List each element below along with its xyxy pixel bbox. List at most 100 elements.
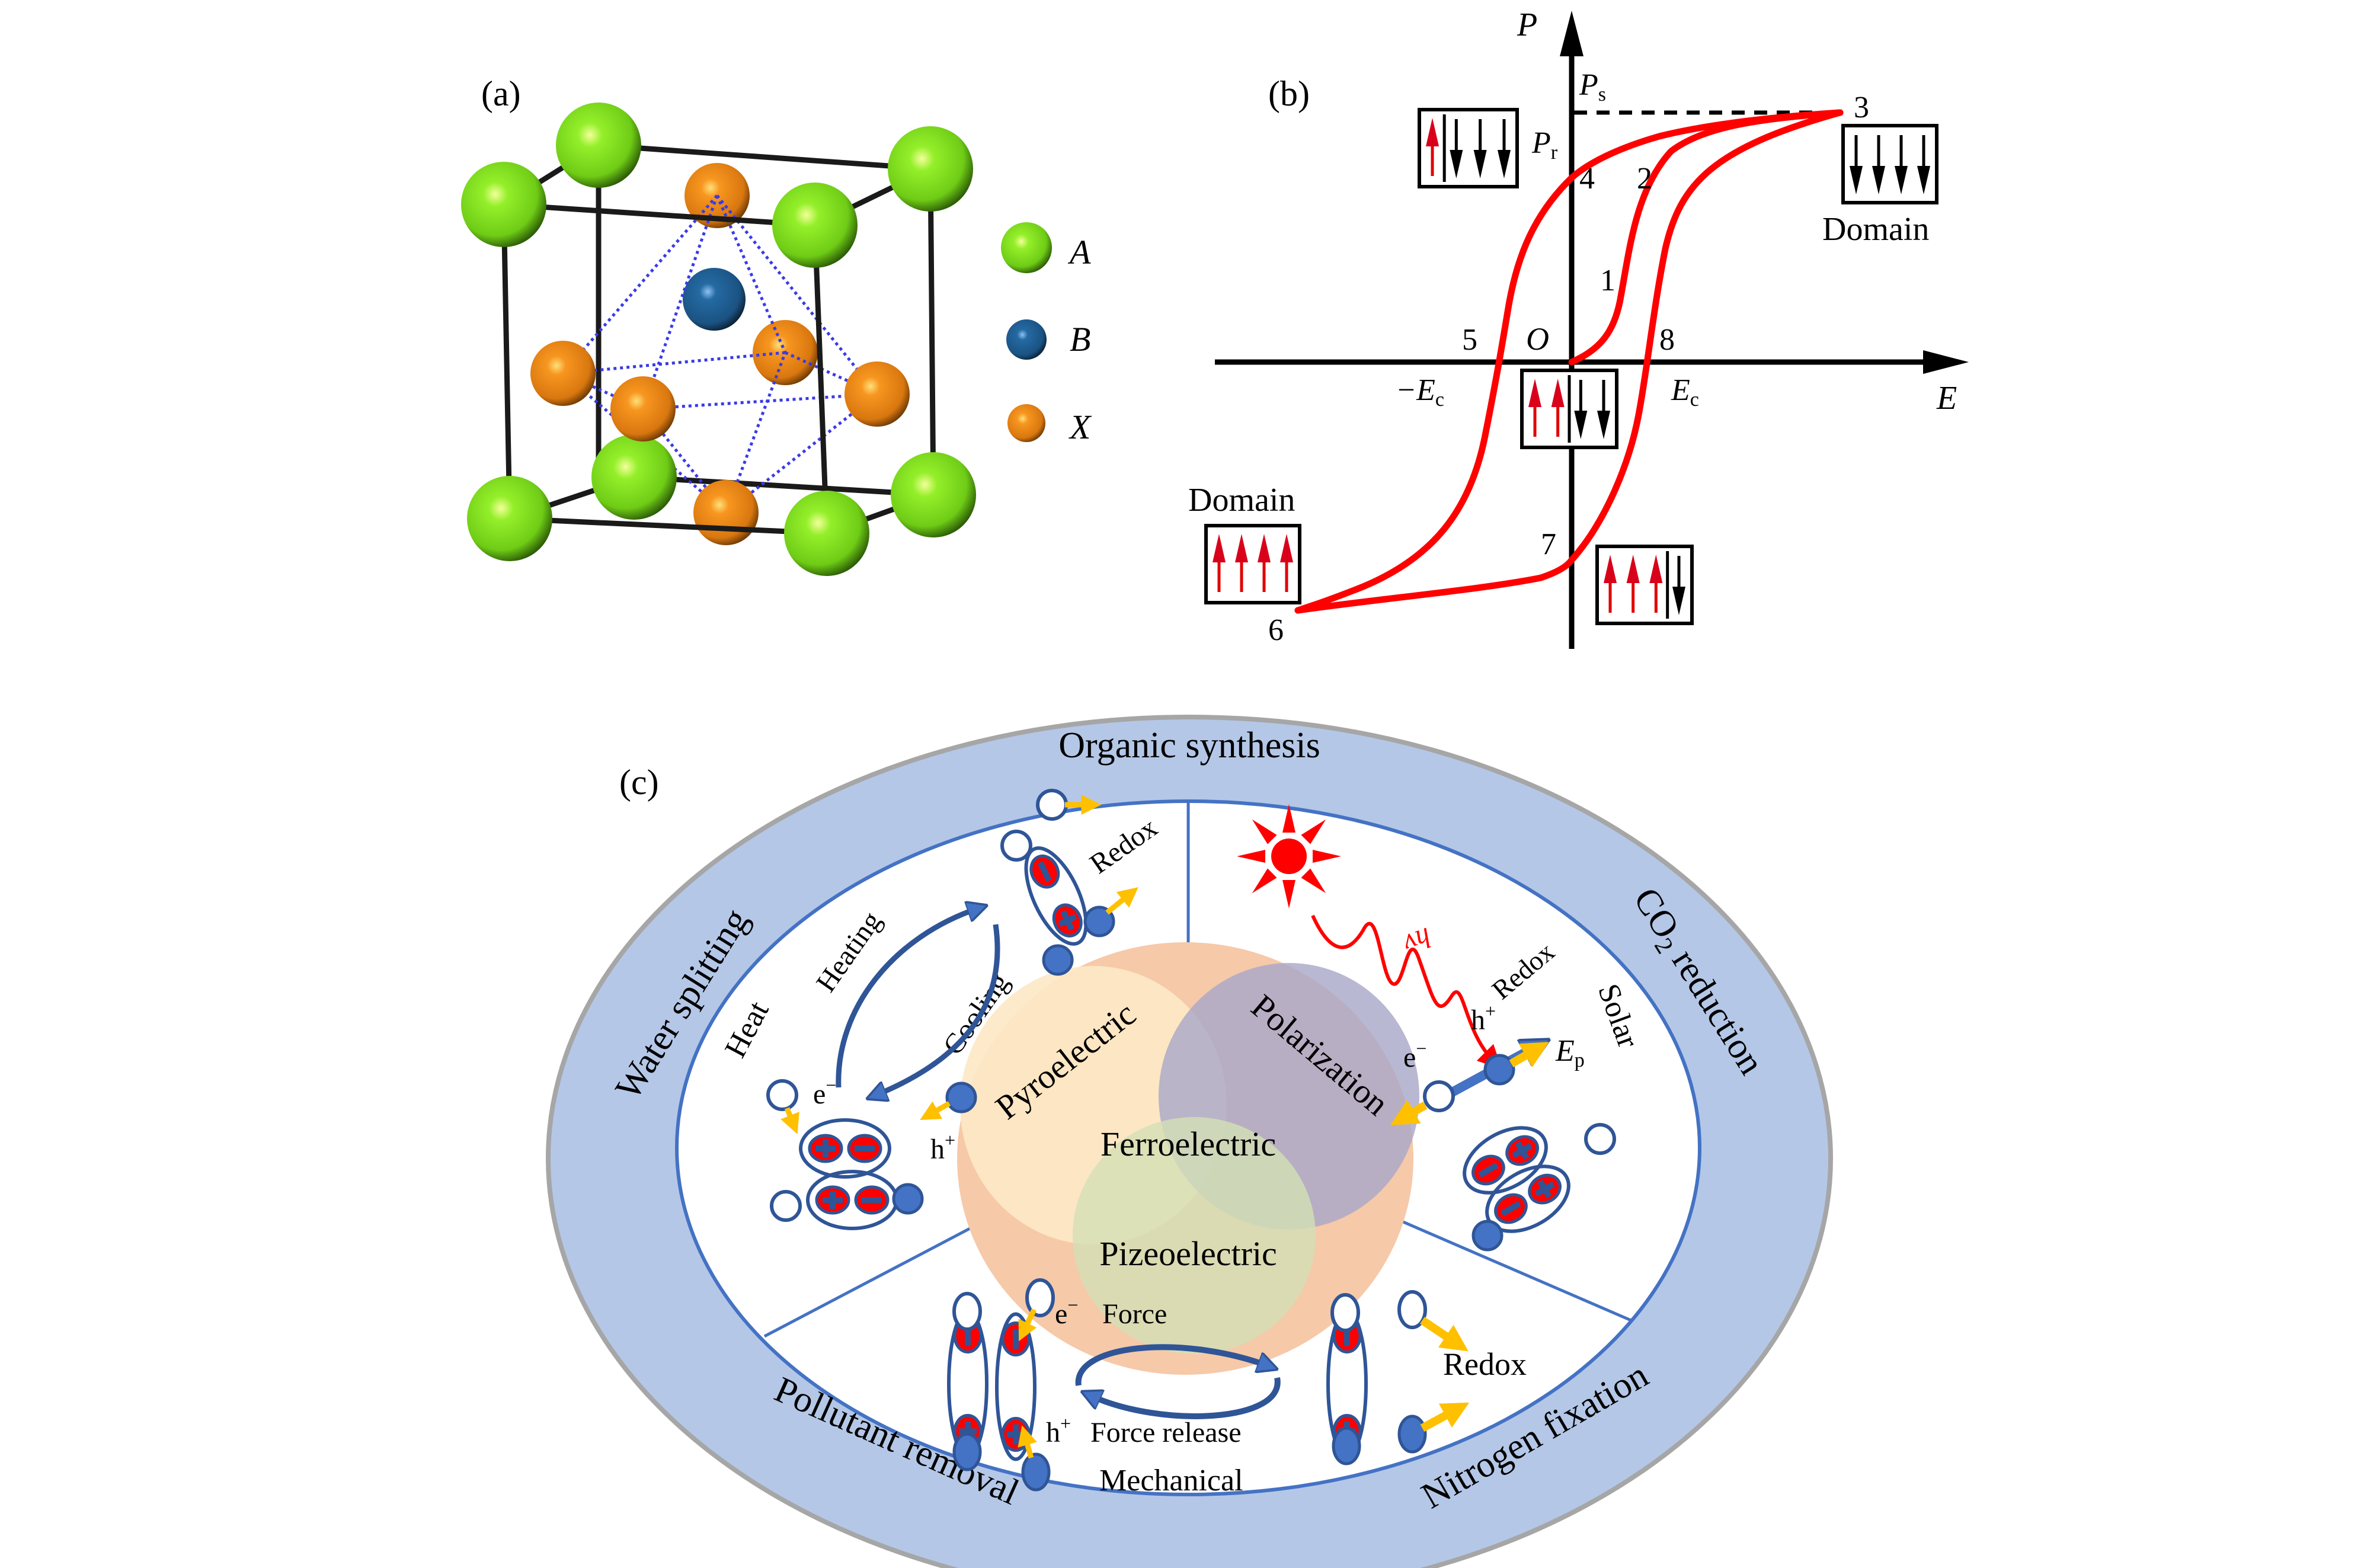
ascending-branch — [1294, 109, 1844, 614]
down-domain-arrow-icon — [1450, 150, 1463, 178]
up-domain-arrow-icon — [1626, 555, 1640, 583]
point-label-4: 4 — [1579, 162, 1595, 196]
force-label: Force — [1102, 1298, 1167, 1330]
hole-icon — [892, 1183, 924, 1215]
electron-icon — [952, 1292, 982, 1331]
point-label-8: 8 — [1659, 323, 1675, 357]
carrier-migration-arrow-icon — [1420, 1402, 1470, 1432]
hole-icon — [1332, 1426, 1361, 1465]
atom-x — [530, 341, 596, 406]
domain-box-saturated-positive — [1841, 124, 1938, 204]
electron-label-pyro: e− — [813, 1074, 836, 1110]
dipole-icon — [1463, 1126, 1548, 1195]
hole-icon — [1471, 1220, 1504, 1252]
redox-label-mech: Redox — [1443, 1346, 1527, 1382]
legend-swatch-b — [1006, 319, 1047, 360]
dipole-icon — [995, 1312, 1037, 1461]
legend-label-a: A — [1067, 233, 1091, 271]
origin-label: O — [1526, 321, 1549, 357]
heating-arrow-icon — [836, 908, 978, 1088]
domain-box-origin-state — [1520, 369, 1618, 449]
atom-a — [591, 434, 677, 520]
ps-label: Ps — [1579, 68, 1606, 105]
carrier-migration-arrow-icon — [1018, 1308, 1037, 1342]
point-label-3: 3 — [1854, 91, 1869, 124]
electron-icon — [1036, 789, 1068, 821]
legend-label-b: B — [1070, 320, 1090, 359]
domain-label-top: Domain — [1822, 211, 1929, 248]
legend-swatch-a — [1001, 222, 1052, 273]
photon-wave-icon — [1311, 914, 1502, 1070]
electron-label-mech: e− — [1055, 1294, 1078, 1330]
electron-icon — [1330, 1293, 1360, 1332]
hole-icon — [1483, 1054, 1515, 1086]
e-axis-arrowhead — [1923, 350, 1969, 374]
up-domain-arrow-icon — [1604, 555, 1617, 583]
down-domain-arrow-icon — [1597, 411, 1610, 439]
domain-boxes — [1204, 108, 1938, 625]
mech-sector: Force Force release Mechanical Redox e− … — [947, 1278, 1527, 1497]
atom-a — [888, 126, 973, 212]
force-release-label: Force release — [1090, 1417, 1242, 1448]
down-domain-arrow-icon — [1872, 166, 1885, 194]
e-axis-label: E — [1936, 380, 1957, 417]
hole-label-pyro: h+ — [930, 1129, 955, 1165]
down-domain-arrow-icon — [1498, 150, 1511, 178]
carrier-migration-arrow-icon — [1390, 1099, 1428, 1125]
electron-icon — [1025, 1278, 1055, 1317]
carrier-migration-arrow-icon — [1509, 1042, 1549, 1068]
electron-icon — [770, 1190, 802, 1222]
loop-point-labels: 1 2 3 4 5 6 7 8 — [1268, 91, 1869, 647]
domain-box-neg-pr-state — [1595, 545, 1694, 625]
panel-a-crystal-structure: (a) — [461, 74, 1092, 576]
point-label-1: 1 — [1600, 264, 1616, 297]
up-domain-arrow-icon — [1426, 118, 1439, 146]
legend-label-x: X — [1069, 408, 1092, 446]
panel-b-hysteresis-loop: (b) P E O Ps Pr Ec −Ec 1 2 3 4 5 6 7 8 — [1188, 7, 1969, 649]
mech-charge-carriers — [947, 1278, 1470, 1492]
hole-icon — [1397, 1415, 1427, 1454]
atom-x — [610, 376, 676, 441]
carrier-migration-arrow-icon — [1105, 887, 1138, 915]
ec-label: Ec — [1671, 373, 1699, 411]
electron-icon — [1000, 830, 1032, 862]
cooling-arrow-icon — [876, 924, 1000, 1095]
point-label-6: 6 — [1268, 613, 1284, 647]
field-label-ep: Ep — [1555, 1034, 1585, 1071]
atom-b — [683, 268, 746, 331]
legend-swatch-x — [1007, 404, 1045, 442]
point-label-7: 7 — [1541, 527, 1556, 561]
panel-c-label: (c) — [619, 763, 659, 802]
force-arrow-icon — [1075, 1344, 1268, 1386]
electron-label-solar: e− — [1403, 1038, 1426, 1073]
venn-diagram: Pyroelectric Polarization Ferroelectric … — [957, 942, 1419, 1375]
app-organic-synthesis: Organic synthesis — [1058, 725, 1320, 766]
down-domain-arrow-icon — [1473, 150, 1487, 178]
atom-a — [467, 476, 552, 561]
hole-label-solar: h+ — [1471, 1000, 1496, 1036]
p-axis-label: P — [1517, 7, 1537, 43]
panel-b-label: (b) — [1268, 74, 1310, 113]
atom-a — [891, 452, 976, 537]
pyro-charge-carriers — [766, 789, 1138, 1230]
carrier-migration-arrow-icon — [780, 1107, 799, 1134]
sun-icon — [1237, 804, 1341, 908]
up-domain-arrow-icon — [1235, 534, 1248, 562]
electron-icon — [766, 1079, 798, 1111]
unit-cell-front-edges — [501, 201, 830, 536]
venn-label-ferroelectric: Ferroelectric — [1101, 1125, 1276, 1163]
atom-legend: A B X — [1001, 222, 1092, 446]
sector-title-mechanical: Mechanical — [1099, 1464, 1243, 1497]
carrier-migration-arrow-icon — [1420, 1317, 1469, 1352]
dipole-icon — [1024, 846, 1088, 946]
electron-icon — [1584, 1123, 1616, 1155]
hole-icon — [1042, 944, 1074, 976]
domain-box-pr-state — [1418, 108, 1519, 188]
carrier-migration-arrow-icon — [1018, 1425, 1038, 1459]
force-release-arrow-icon — [1090, 1377, 1281, 1419]
panel-a-label: (a) — [481, 74, 521, 113]
venn-piezoelectric — [1073, 1117, 1316, 1354]
atom-a — [772, 183, 858, 268]
pr-label: Pr — [1531, 126, 1558, 164]
